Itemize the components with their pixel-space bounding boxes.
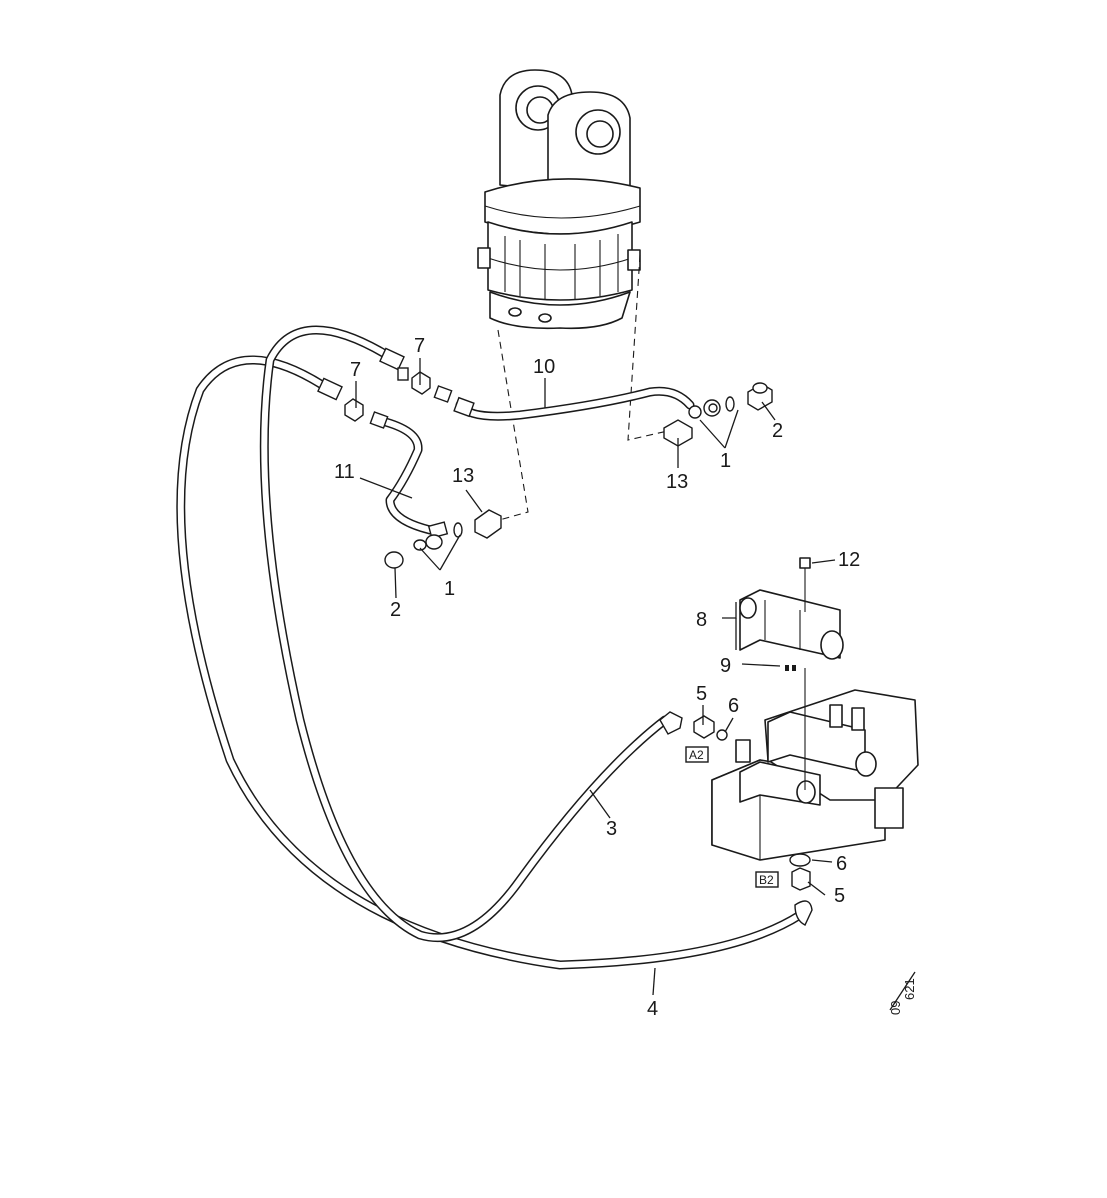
callout-2-left: 2	[390, 599, 401, 621]
callout-4: 4	[647, 998, 658, 1020]
callout-labels: 7 7 10 11 13 1 2 13 1 2 12 8 9 5 6 3 6 5…	[334, 335, 860, 1020]
solenoid-part-8	[739, 557, 844, 790]
callout-6-bottom: 6	[836, 853, 847, 875]
hoses	[176, 325, 805, 970]
callout-7-mid: 7	[350, 359, 361, 381]
fittings	[317, 347, 813, 926]
port-tag-a2: A2	[689, 748, 704, 762]
callout-5-top: 5	[696, 683, 707, 705]
port-tag-b2: B2	[759, 873, 774, 887]
rotator-assembly	[477, 69, 641, 330]
callout-8: 8	[696, 609, 707, 631]
callout-7-top: 7	[414, 335, 425, 357]
callout-1-left: 1	[444, 578, 455, 600]
callout-9: 9	[720, 655, 731, 677]
callout-10: 10	[533, 356, 555, 378]
callout-5-bottom: 5	[834, 885, 845, 907]
callout-3: 3	[606, 818, 617, 840]
callout-1-right: 1	[720, 450, 731, 472]
callout-13-left: 13	[452, 465, 474, 487]
callout-12: 12	[838, 549, 860, 571]
valve-block	[711, 689, 919, 861]
callout-13-right: 13	[666, 471, 688, 493]
dashed-connection-lines	[491, 254, 673, 523]
callout-11: 11	[334, 461, 355, 483]
port-tags: A2 B2	[685, 746, 779, 888]
leader-lines	[355, 358, 916, 1011]
drawing-reference: 09 621	[888, 978, 917, 1015]
drawing-ref-bottom: 621	[902, 978, 917, 1000]
drawing-ref-top: 09	[888, 1001, 903, 1015]
callout-6-top: 6	[728, 695, 739, 717]
callout-2-right: 2	[772, 420, 783, 442]
